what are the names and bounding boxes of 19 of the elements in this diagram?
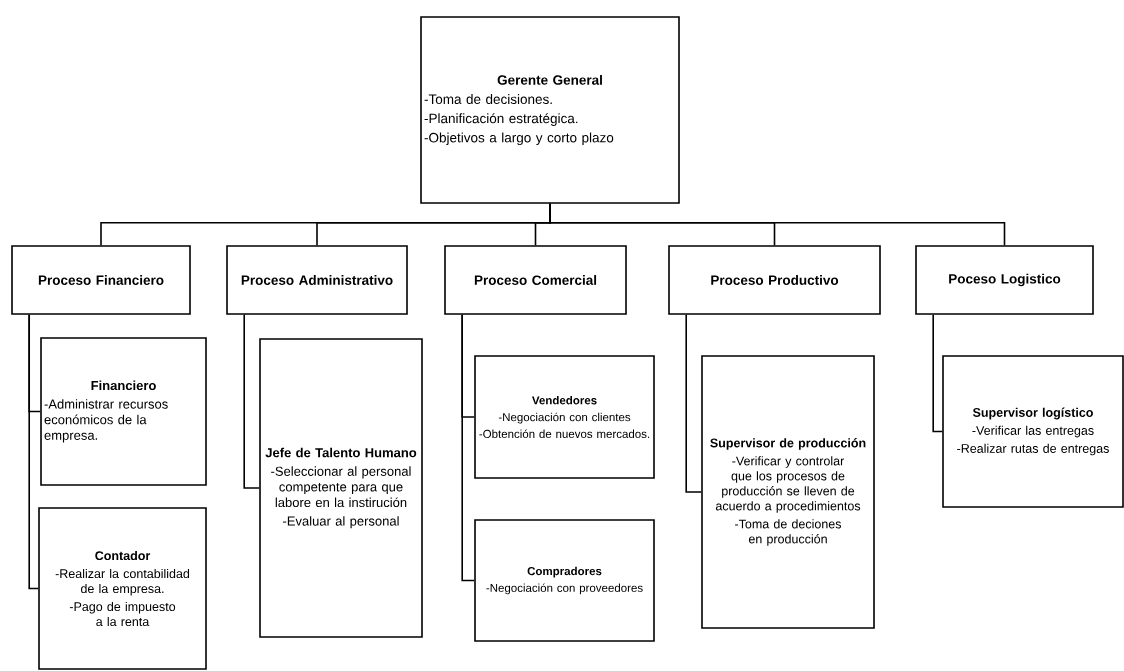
department-box: Proceso Administrativo: [226, 245, 408, 315]
role-box: Vendedores -Negociación con clientes -Obtención de nuevos mercados.: [474, 355, 655, 479]
role-box: Jefe de Talento Humano -Seleccionar al personal competente para que labore en la instirución -Evaluar al personal: [259, 338, 423, 638]
connector-line: [461, 314, 475, 582]
manager-box: Gerente General -Toma de decisiones. -Planificación estratégica. -Objetivos a largo y corto plazo: [420, 16, 680, 204]
connector-line: [932, 314, 943, 433]
department-box: Poceso Logistico: [915, 245, 1094, 315]
connector-line: [28, 314, 39, 590]
role-box: Contador -Realizar la contabilidad de la empresa. -Pago de impuesto a la renta: [38, 507, 207, 670]
department-box: Proceso Productivo: [668, 245, 881, 315]
connector-line: [243, 314, 260, 489]
connector-line: [549, 203, 1006, 246]
role-box: Supervisor logístico -Verificar las entregas -Realizar rutas de entregas: [942, 355, 1124, 508]
role-box: Compradores -Negociación con proveedores: [474, 519, 655, 642]
role-box: Supervisor de producción -Verificar y controlar que los procesos de producción se lleven de acuerdo a procedimientos -Toma de deciones en producción: [701, 355, 875, 629]
role-box: Financiero -Administrar recursos económicos de la empresa.: [40, 337, 207, 486]
department-box: Proceso Financiero: [11, 245, 191, 315]
department-box: Proceso Comercial: [444, 245, 627, 315]
connector-line: [685, 314, 702, 493]
